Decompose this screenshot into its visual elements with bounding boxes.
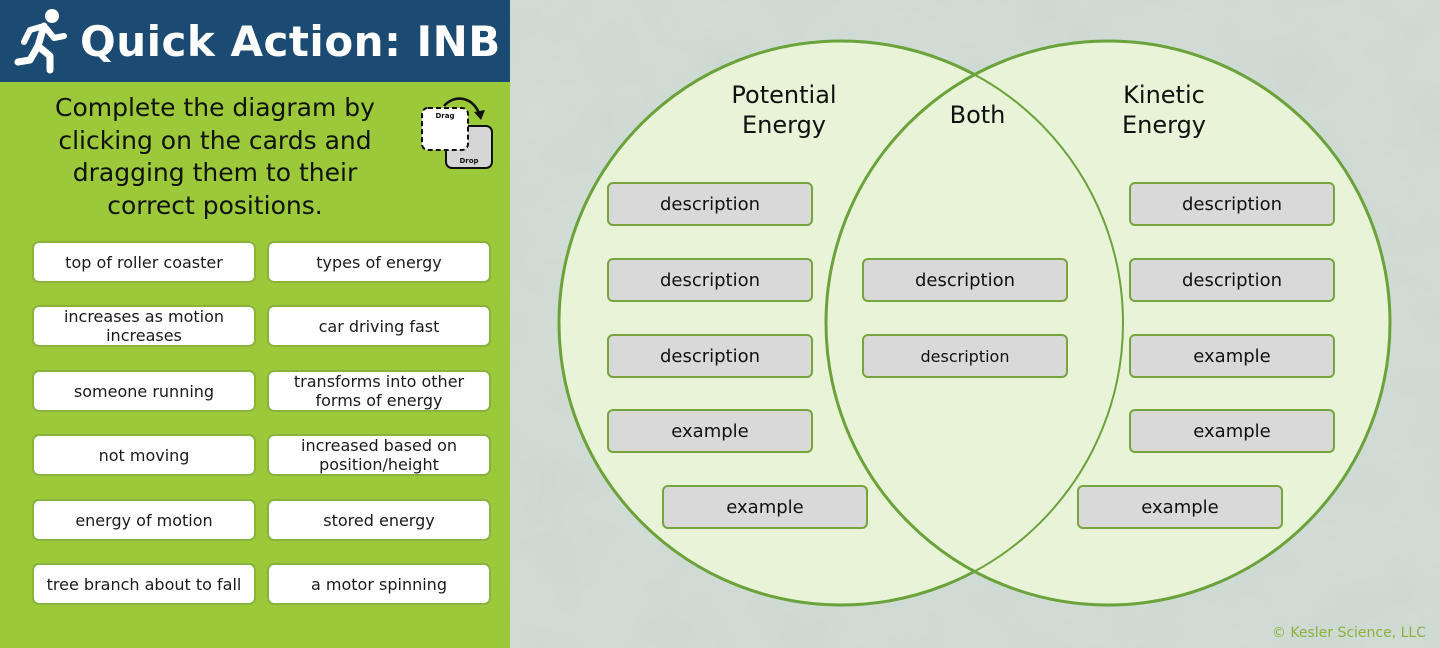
kinetic-slot-3[interactable]: example — [1129, 334, 1335, 378]
card-a-motor-spinning[interactable]: a motor spinning — [267, 563, 491, 605]
both-slot-1[interactable]: description — [862, 258, 1068, 302]
card-someone-running[interactable]: someone running — [32, 370, 256, 412]
potential-slot-5[interactable]: example — [662, 485, 868, 529]
potential-energy-label: Potential Energy — [731, 81, 837, 139]
title-banner: Quick Action: INB — [0, 0, 510, 82]
both-label: Both — [949, 101, 1006, 129]
cards-panel: Quick Action: INB Complete the diagram b… — [0, 0, 510, 648]
copyright-notice: © Kesler Science, LLC — [1271, 625, 1426, 641]
drop-label: Drop — [459, 157, 478, 165]
card-increases-as-motion-increases[interactable]: increases as motion increases — [32, 305, 256, 347]
card-transforms-into-other-forms[interactable]: transforms into other forms of energy — [267, 370, 491, 412]
kinetic-slot-2[interactable]: description — [1129, 258, 1335, 302]
potential-slot-1[interactable]: description — [607, 182, 813, 226]
card-top-of-roller-coaster[interactable]: top of roller coaster — [32, 241, 256, 283]
drag-label: Drag — [436, 112, 455, 120]
card-tree-branch-about-to-fall[interactable]: tree branch about to fall — [32, 563, 256, 605]
kinetic-slot-4[interactable]: example — [1129, 409, 1335, 453]
both-slot-2[interactable]: description — [862, 334, 1068, 378]
card-not-moving[interactable]: not moving — [32, 434, 256, 476]
kinetic-slot-5[interactable]: example — [1077, 485, 1283, 529]
running-person-icon — [14, 9, 67, 74]
potential-energy-circle-outline — [558, 40, 1124, 606]
kinetic-slot-1[interactable]: description — [1129, 182, 1335, 226]
page-title: Quick Action: INB — [80, 16, 501, 66]
card-energy-of-motion[interactable]: energy of motion — [32, 499, 256, 541]
card-increased-based-on-position[interactable]: increased based on position/height — [267, 434, 491, 476]
card-car-driving-fast[interactable]: car driving fast — [267, 305, 491, 347]
kinetic-energy-label: Kinetic Energy — [1121, 81, 1207, 139]
potential-slot-4[interactable]: example — [607, 409, 813, 453]
card-stored-energy[interactable]: stored energy — [267, 499, 491, 541]
drag-drop-hint-icon: Drag Drop — [418, 96, 496, 172]
potential-slot-2[interactable]: description — [607, 258, 813, 302]
card-types-of-energy[interactable]: types of energy — [267, 241, 491, 283]
instructions-text: Complete the diagram by clicking on the … — [55, 93, 375, 220]
potential-slot-3[interactable]: description — [607, 334, 813, 378]
